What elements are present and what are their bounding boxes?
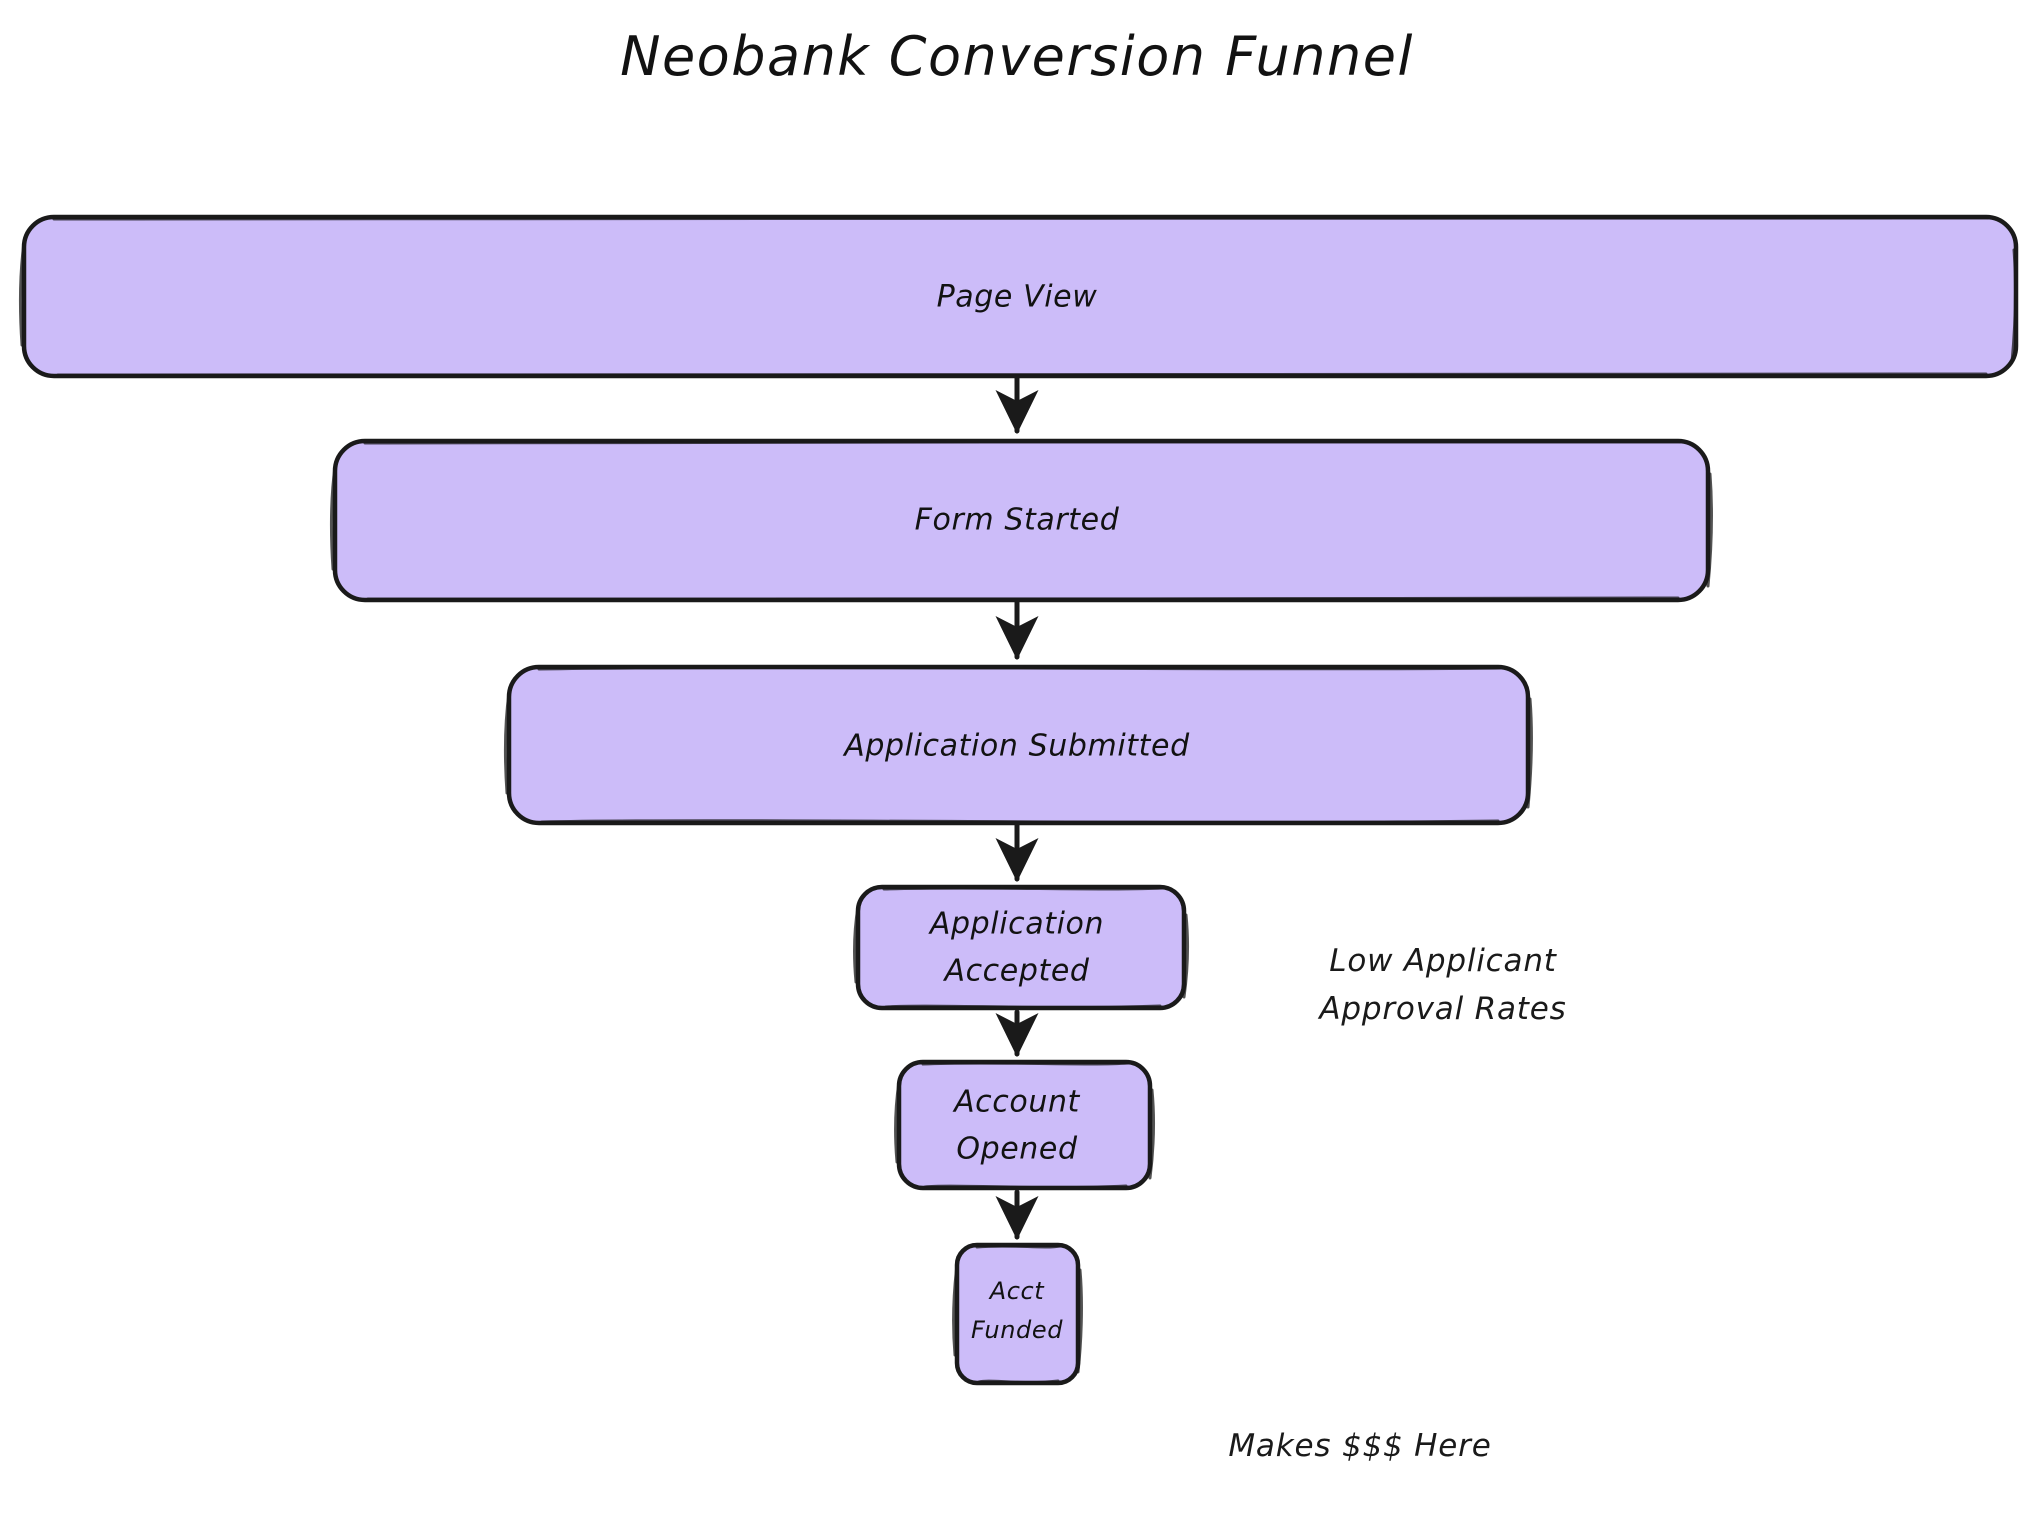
diagram-title: Neobank Conversion Funnel (620, 25, 1414, 88)
node-account-opened[interactable]: Account Opened (894, 1059, 1155, 1191)
node-application-accepted-sketch-overlay (853, 886, 1189, 1009)
annotation-makes-money-here-line1: Makes $$$ Here (1228, 1428, 1491, 1464)
node-account-opened-shape (896, 1059, 1153, 1191)
node-page-view-sketch-overlay (19, 216, 2017, 377)
node-application-accepted-label-line2: Accepted (942, 954, 1089, 989)
node-acct-funded[interactable]: Acct Funded (952, 1242, 1083, 1386)
node-application-accepted-label-line1: Application (928, 907, 1104, 942)
node-application-submitted-label: Application Submitted (842, 729, 1190, 764)
node-application-submitted-sketch-overlay (504, 666, 1533, 824)
node-page-view[interactable]: Page View (19, 214, 2019, 379)
node-acct-funded-label-line1: Acct (988, 1277, 1046, 1305)
node-acct-funded-sketch-overlay (952, 1244, 1083, 1384)
node-acct-funded-shape (954, 1242, 1081, 1386)
node-application-accepted[interactable]: Application Accepted (853, 884, 1189, 1011)
node-acct-funded-label-line2: Funded (971, 1316, 1063, 1344)
node-form-started-sketch-overlay (330, 440, 1713, 601)
node-account-opened-sketch-overlay (894, 1061, 1155, 1189)
annotation-makes-money-here: Makes $$$ Here (1228, 1428, 1491, 1464)
node-application-submitted[interactable]: Application Submitted (504, 664, 1533, 826)
node-account-opened-label-line2: Opened (956, 1132, 1078, 1167)
annotation-low-approval-rates: Low Applicant Approval Rates (1317, 943, 1566, 1027)
node-application-accepted-shape (855, 884, 1187, 1011)
node-page-view-label: Page View (937, 280, 1098, 315)
node-account-opened-label-line1: Account (952, 1085, 1080, 1120)
annotation-low-approval-rates-line2: Approval Rates (1317, 991, 1566, 1027)
node-form-started[interactable]: Form Started (330, 438, 1713, 603)
annotation-low-approval-rates-line1: Low Applicant (1329, 943, 1558, 979)
node-form-started-label: Form Started (915, 503, 1120, 538)
